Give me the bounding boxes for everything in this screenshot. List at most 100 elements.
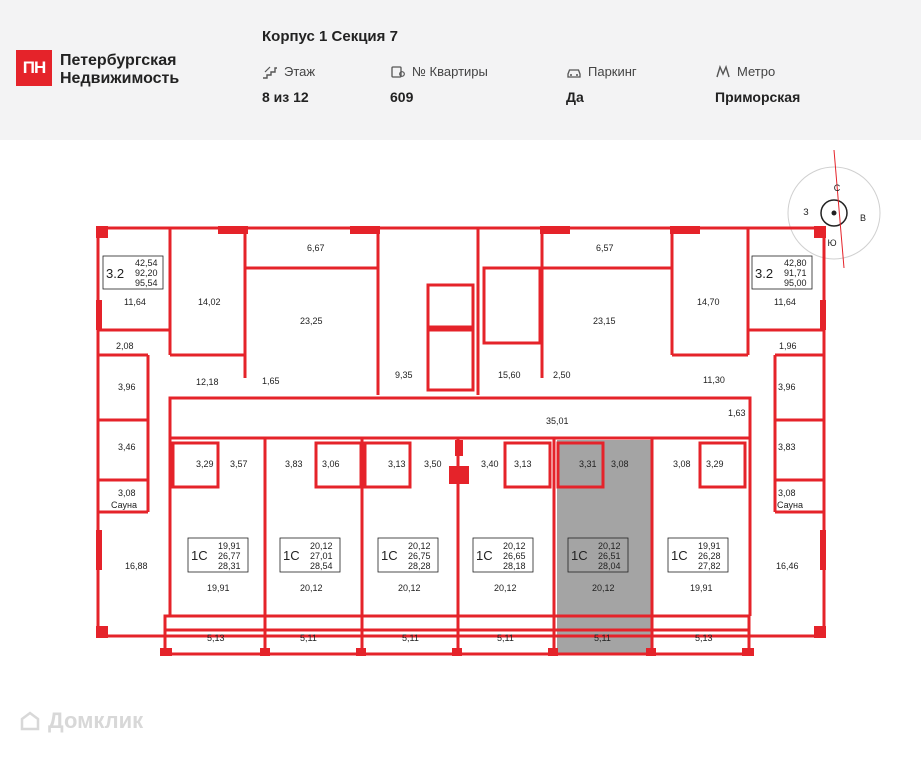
room-area: 11,64	[124, 297, 146, 307]
room-area: 20,12	[494, 583, 517, 593]
studio-area: 20,12	[598, 541, 621, 551]
info-parking: Паркинг Да	[566, 64, 637, 105]
studio-area: 19,91	[698, 541, 721, 551]
bath-area: 3,29	[706, 459, 724, 469]
studio-area: 28,18	[503, 561, 526, 571]
compass-n: С	[834, 183, 841, 193]
studio-code: 1С	[671, 548, 688, 563]
compass-s: Ю	[827, 238, 836, 248]
brand-logo-icon: ПН	[16, 50, 52, 86]
balcony-area: 5,13	[695, 633, 713, 643]
studio-area: 20,12	[310, 541, 333, 551]
room-area: 16,88	[125, 561, 148, 571]
room-area: 1,65	[262, 376, 280, 386]
room-area: 3,83	[778, 442, 796, 452]
studio-area: 26,65	[503, 551, 526, 561]
brand-name: Петербургская Недвижимость	[60, 52, 179, 88]
balcony-area: 5,11	[497, 633, 514, 643]
studio-code: 1С	[191, 548, 208, 563]
apartment-value: 609	[390, 89, 414, 105]
studio-area: 28,04	[598, 561, 621, 571]
corner-left-code: 3.2	[106, 266, 124, 281]
compass-e: В	[860, 213, 866, 223]
compass: С Ю З В	[787, 149, 881, 269]
room-area: 11,30	[703, 375, 725, 385]
studio-area: 28,54	[310, 561, 333, 571]
watermark-text: Домклик	[48, 708, 144, 733]
corner-right-area2: 91,71	[784, 268, 807, 278]
bath-area: 3,29	[196, 459, 214, 469]
studio-area: 20,12	[408, 541, 431, 551]
studio-code: 1С	[283, 548, 300, 563]
brand-name-line1: Петербургская	[60, 52, 177, 69]
room-area: 2,50	[553, 370, 571, 380]
room-area: 6,67	[307, 243, 325, 253]
studio-code: 1С	[381, 548, 398, 563]
corner-left-area2: 92,20	[135, 268, 158, 278]
room-area: 9,35	[395, 370, 413, 380]
corner-left-area1: 42,54	[135, 258, 158, 268]
room-area: 19,91	[207, 583, 230, 593]
sauna-label: Сауна	[111, 500, 137, 510]
domclick-logo-icon	[20, 711, 40, 731]
corner-apartment-right[interactable]: 3.2 42,80 91,71 95,00	[751, 255, 813, 290]
studio-area: 19,91	[218, 541, 241, 551]
room-area: 12,18	[196, 377, 219, 387]
room-area: 1,96	[779, 341, 797, 351]
stairs-icon	[263, 66, 277, 79]
corner-right-code: 3.2	[755, 266, 773, 281]
floor-plan: С Ю З В	[96, 149, 881, 656]
bath-area: 3,06	[322, 459, 340, 469]
sauna-label: Сауна	[777, 500, 803, 510]
room-area: 2,08	[116, 341, 134, 351]
studio-2[interactable]: 1С 20,12 27,01 28,54 20,12 5,11 3,06 3,8…	[279, 459, 341, 643]
watermark: Домклик	[18, 708, 143, 734]
studio-area: 20,12	[503, 541, 526, 551]
room-labels: 14,02 23,25 6,67 11,64 2,08 3,96 12,18 1…	[111, 243, 803, 571]
studio-4[interactable]: 1С 20,12 26,65 28,18 20,12 5,11 3,13 3,4…	[472, 459, 534, 643]
studio-1[interactable]: 1С 19,91 26,77 28,31 19,91 5,13 3,29 3,5…	[187, 459, 249, 643]
room-area: 11,64	[774, 297, 796, 307]
room-area: 3,96	[778, 382, 796, 392]
floor-value: 8 из 12	[262, 89, 309, 105]
corner-left-area3: 95,54	[135, 278, 158, 288]
studio-area: 26,75	[408, 551, 431, 561]
room-area: 23,25	[300, 316, 323, 326]
studio-area: 26,28	[698, 551, 721, 561]
room-area: 15,60	[498, 370, 521, 380]
balcony-area: 5,11	[594, 633, 611, 643]
bath-area: 3,13	[388, 459, 406, 469]
hall-area: 3,40	[481, 459, 499, 469]
room-area: 3,46	[118, 442, 136, 452]
metro-icon	[716, 64, 730, 77]
studio-6[interactable]: 1С 19,91 26,28 27,82 19,91 5,13 3,29 3,0…	[667, 459, 729, 643]
header: ПН Петербургская Недвижимость Корпус 1 С…	[0, 0, 921, 140]
parking-value: Да	[566, 89, 584, 105]
studio-5-selected[interactable]: 1С 20,12 26,51 28,04 20,12 5,11 3,31 3,0…	[567, 459, 629, 643]
parking-label: Паркинг	[588, 64, 637, 79]
room-area: 23,15	[593, 316, 616, 326]
room-area: 14,70	[697, 297, 720, 307]
info-apartment: № Квартиры 609	[390, 64, 488, 105]
room-area: 14,02	[198, 297, 221, 307]
car-icon	[567, 68, 581, 78]
hall-area: 3,08	[611, 459, 629, 469]
studio-area: 27,01	[310, 551, 333, 561]
floor-label: Этаж	[284, 64, 316, 79]
bath-area: 3,31	[579, 459, 597, 469]
bath-area: 3,13	[514, 459, 532, 469]
corner-apartment-left[interactable]: 3.2 42,54 92,20 95,54	[102, 255, 164, 290]
studio-3[interactable]: 1С 20,12 26,75 28,28 20,12 5,11 3,13 3,5…	[377, 459, 442, 643]
corner-right-area1: 42,80	[784, 258, 807, 268]
room-area: 20,12	[300, 583, 323, 593]
wall-blocks	[96, 226, 826, 656]
balcony-area: 5,11	[300, 633, 317, 643]
room-area: 3,96	[118, 382, 136, 392]
room-area: 3,08	[118, 488, 136, 498]
hall-area: 3,50	[424, 459, 442, 469]
room-area: 6,57	[596, 243, 614, 253]
balcony-area: 5,13	[207, 633, 225, 643]
studio-area: 27,82	[698, 561, 721, 571]
hall-area: 3,57	[230, 459, 248, 469]
room-area: 3,08	[778, 488, 796, 498]
